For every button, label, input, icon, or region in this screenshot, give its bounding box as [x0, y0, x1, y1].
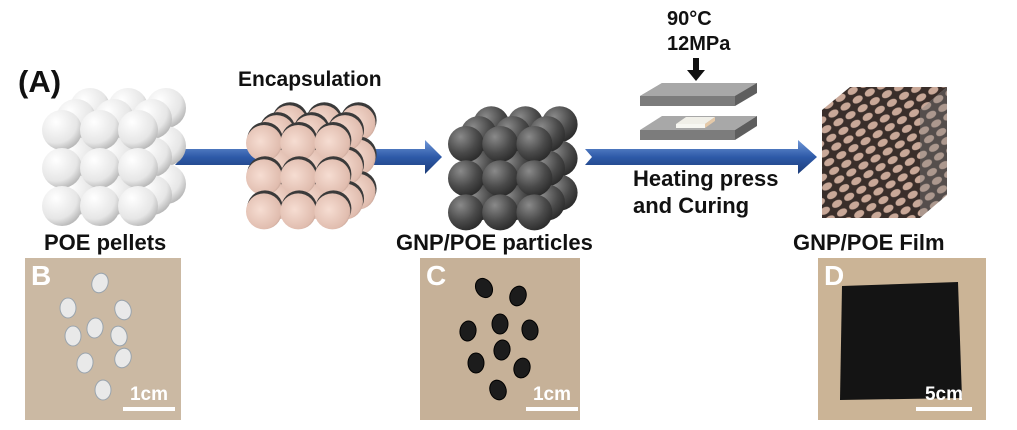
sphere: [516, 194, 553, 231]
down-arrow-icon: [687, 58, 705, 81]
pellet: [94, 379, 112, 401]
sphere: [482, 126, 519, 162]
pellet: [513, 357, 531, 379]
pellet: [489, 379, 507, 401]
pellet: [467, 352, 485, 374]
sphere: [80, 186, 120, 226]
sphere: [280, 159, 317, 196]
pellet: [86, 317, 104, 339]
heating-press-icon: [640, 58, 757, 140]
sphere: [482, 160, 519, 197]
photo-label-c: C: [426, 260, 447, 291]
sphere: [448, 194, 484, 231]
pellet: [474, 277, 494, 299]
press-temperature: 90°C: [667, 8, 712, 30]
sphere: [516, 126, 553, 162]
process-arrow-heating: [585, 140, 817, 174]
pellet: [114, 299, 132, 321]
photo-gnp-poe-particles: C 1cm: [420, 258, 580, 420]
sphere: [118, 110, 158, 150]
photo-poe-pellets: B 1cm: [25, 258, 181, 420]
sphere: [118, 186, 158, 226]
sphere: [80, 110, 120, 150]
encapsulated-cube: [246, 102, 377, 230]
sphere: [516, 160, 553, 197]
photo-gnp-poe-film: D 5cm: [818, 258, 986, 420]
sphere: [80, 148, 120, 188]
pellet: [509, 285, 527, 307]
sphere: [482, 194, 519, 231]
panel-label-a: (A): [18, 64, 62, 99]
pellet: [59, 297, 77, 319]
pellet: [64, 325, 82, 347]
pellet: [459, 320, 477, 342]
sphere: [246, 193, 282, 230]
sphere: [42, 148, 82, 188]
sphere: [42, 186, 82, 226]
gnp-poe-particles-label: GNP/POE particles: [396, 230, 593, 255]
sphere: [246, 159, 282, 196]
gnp-poe-film-label: GNP/POE Film: [793, 230, 945, 255]
pellet: [491, 313, 509, 335]
sphere: [314, 125, 351, 161]
sphere: [280, 193, 317, 230]
poe-pellets-cube: [42, 88, 186, 226]
press-pressure: 12MPa: [667, 33, 731, 55]
scale-text: 1cm: [129, 384, 169, 405]
sphere: [42, 110, 82, 150]
scale-bar-d: 5cm: [916, 384, 972, 411]
encapsulation-label: Encapsulation: [238, 68, 382, 91]
sphere: [314, 193, 351, 230]
pellet: [76, 352, 94, 374]
gnp-poe-film-cube: [822, 87, 947, 218]
scale-text: 1cm: [532, 384, 572, 405]
pellet: [114, 347, 132, 369]
poe-pellets-label: POE pellets: [44, 230, 167, 255]
gnp-poe-particles-cube: [448, 106, 578, 231]
sphere: [118, 148, 158, 188]
sphere: [246, 125, 282, 161]
scale-bar-c: 1cm: [526, 384, 578, 411]
pellet: [110, 325, 128, 347]
sphere: [314, 159, 351, 196]
heating-press-label: Heating press: [633, 166, 779, 191]
pellet: [493, 339, 511, 361]
sphere: [448, 160, 484, 197]
sphere: [448, 126, 484, 162]
pellet: [521, 319, 539, 341]
scale-bar-b: 1cm: [123, 384, 175, 411]
sphere: [280, 125, 317, 161]
pellet: [91, 272, 109, 294]
scale-text: 5cm: [924, 384, 964, 405]
curing-label: and Curing: [633, 193, 750, 218]
photo-label-b: B: [31, 260, 52, 291]
photo-label-d: D: [824, 260, 845, 291]
